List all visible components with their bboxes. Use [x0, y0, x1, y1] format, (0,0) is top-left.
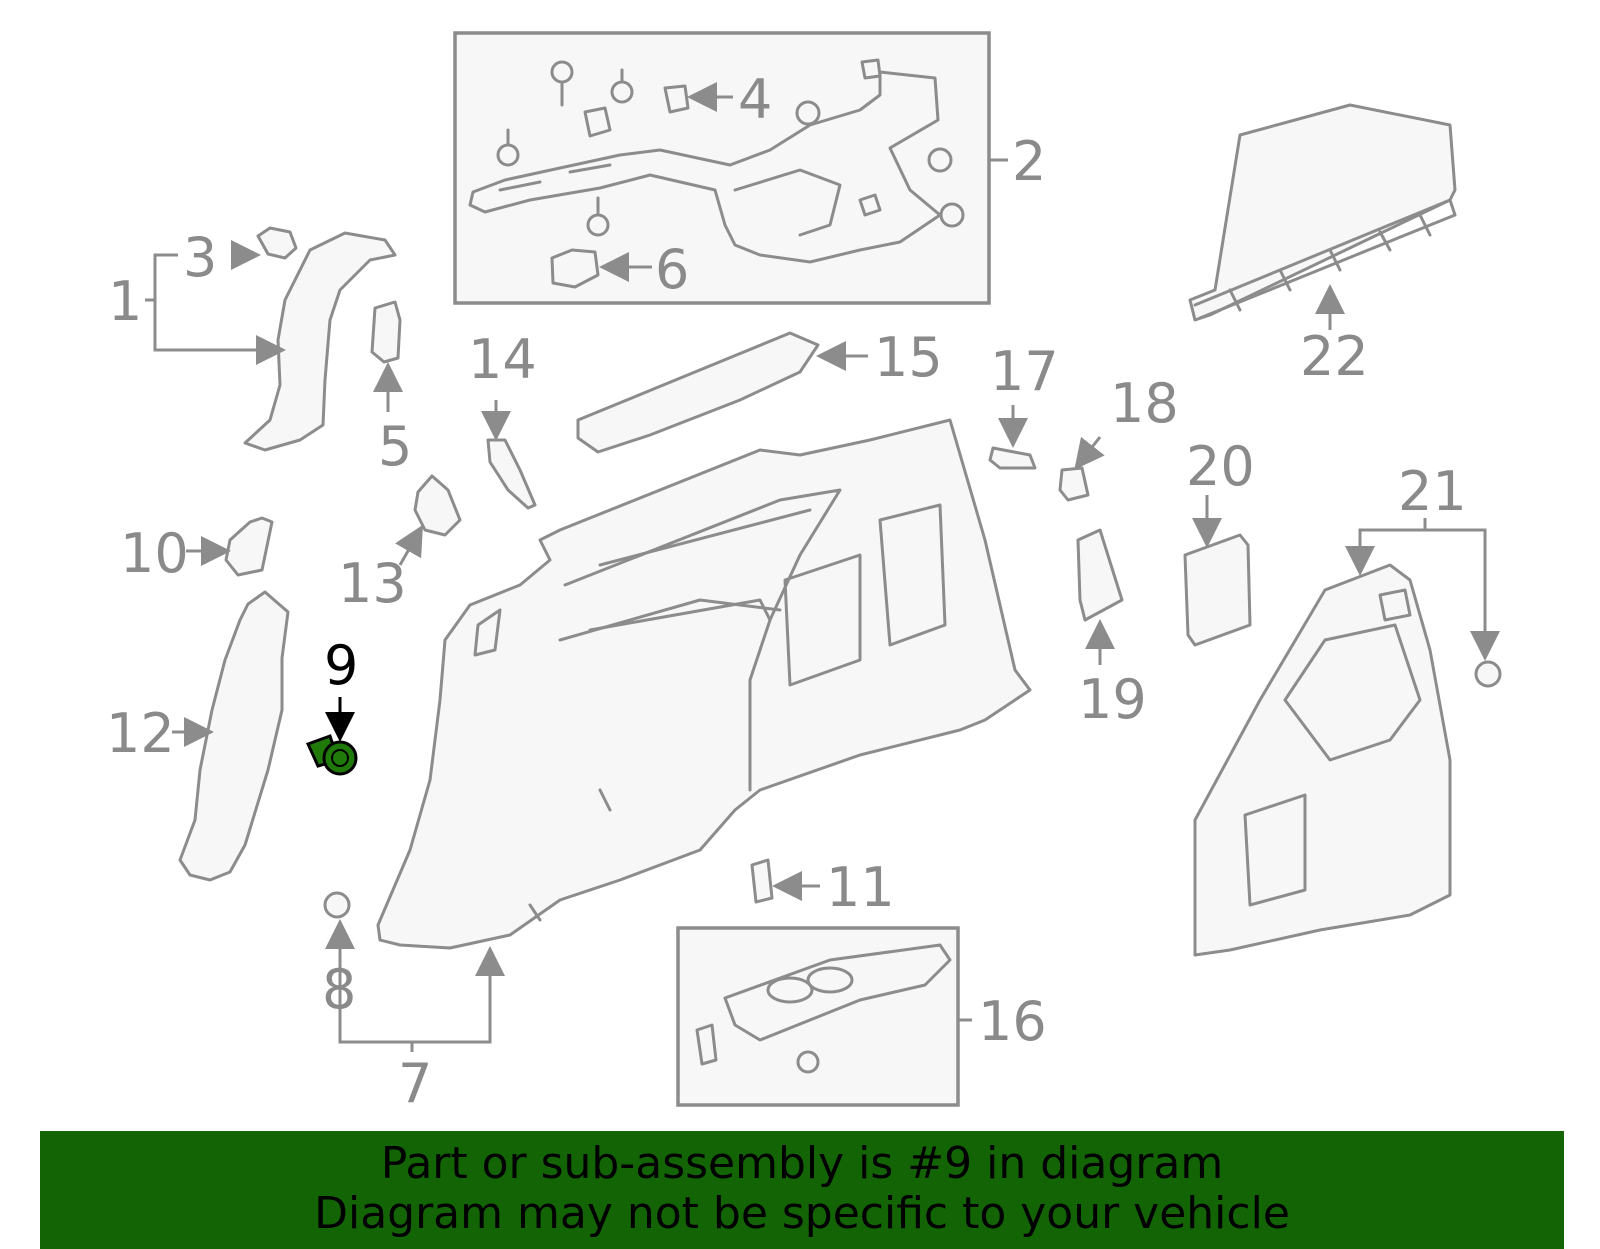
callout-12: 12 [106, 702, 175, 765]
callout-19: 19 [1078, 668, 1147, 731]
screw-icon [496, 58, 965, 237]
callout-11: 11 [826, 856, 895, 919]
callout-18: 18 [1110, 372, 1179, 435]
part-1-pillar-trim[interactable] [243, 231, 397, 452]
part-14-trim-strip[interactable] [486, 438, 537, 510]
part-22-cargo-cover[interactable] [1188, 103, 1457, 322]
callout-22: 22 [1300, 325, 1369, 388]
callout-5: 5 [378, 415, 412, 478]
callout-1: 1 [108, 270, 142, 333]
callout-8: 8 [322, 958, 356, 1021]
part-8-clip[interactable] [323, 891, 351, 919]
callout-21: 21 [1398, 460, 1467, 523]
part-6-clip[interactable] [550, 248, 600, 289]
callout-9: 9 [324, 634, 358, 697]
part-3-clip[interactable] [256, 226, 298, 260]
callout-6: 6 [655, 238, 689, 301]
part-19-panel[interactable] [1076, 528, 1124, 622]
callout-10: 10 [120, 522, 189, 585]
part-5-trim[interactable] [370, 300, 402, 364]
part-7-quarter-trim-panel[interactable] [376, 418, 1032, 950]
callout-14: 14 [468, 328, 537, 391]
part-17-clip[interactable] [988, 446, 1037, 470]
part-2-console-assembly[interactable] [468, 70, 942, 264]
banner-line-2: Diagram may not be specific to your vehi… [314, 1188, 1290, 1239]
part-21-clip[interactable] [1474, 660, 1502, 688]
callout-7: 7 [398, 1052, 432, 1115]
callout-2: 2 [1012, 130, 1046, 193]
banner-line-1: Part or sub-assembly is #9 in diagram [380, 1138, 1224, 1189]
leader-lines [145, 82, 1500, 1052]
callout-17: 17 [990, 340, 1059, 403]
part-16-cup-holder[interactable] [695, 943, 952, 1074]
part-18-clip[interactable] [1058, 466, 1090, 502]
part-15-rail[interactable] [576, 331, 820, 454]
callout-16: 16 [978, 990, 1047, 1053]
callout-3: 3 [183, 226, 217, 289]
part-12-panel[interactable] [178, 590, 290, 882]
part-20-cover[interactable] [1183, 533, 1252, 647]
callout-20: 20 [1186, 435, 1255, 498]
part-9-bolt[interactable] [305, 734, 358, 776]
callout-4: 4 [738, 68, 772, 131]
part-10-bracket[interactable] [224, 516, 274, 577]
part-13-clip[interactable] [413, 474, 462, 537]
part-21-side-panel[interactable] [1193, 563, 1452, 957]
part-11-clip[interactable] [750, 858, 774, 904]
callout-15: 15 [874, 326, 943, 389]
callout-13: 13 [338, 552, 407, 615]
info-banner: Part or sub-assembly is #9 in diagram Di… [40, 1131, 1564, 1249]
